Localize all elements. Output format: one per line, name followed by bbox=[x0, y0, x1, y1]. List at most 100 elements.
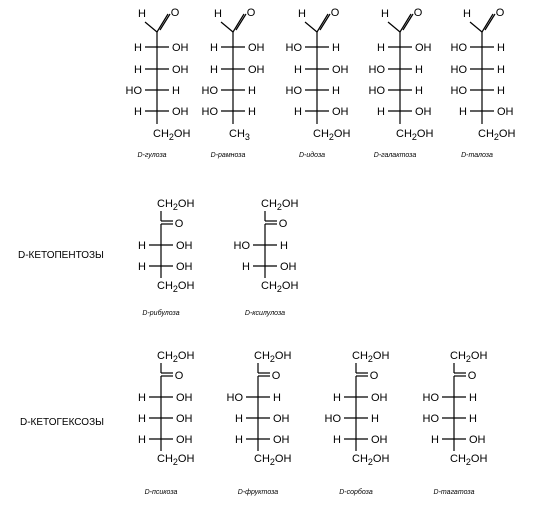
ketopentoses-title: D-КЕТОПЕНТОЗЫ bbox=[18, 250, 104, 261]
aldehyde-h-bond bbox=[220, 21, 234, 33]
left-substituent-2: HO bbox=[286, 85, 303, 97]
left-substituent-3: HO bbox=[202, 106, 219, 118]
aldehyde-double-bond bbox=[232, 13, 245, 33]
aldehyde-h-bond bbox=[144, 21, 158, 33]
aldose-caption: D-галактоза bbox=[374, 152, 417, 159]
right-substituent-0: OH bbox=[172, 42, 189, 54]
aldehyde-hydrogen: H bbox=[214, 8, 222, 20]
terminal-group: CH2OH bbox=[478, 128, 515, 142]
right-substituent-2: OH bbox=[273, 434, 290, 446]
right-substituent-2: H bbox=[332, 85, 340, 97]
aldose-caption: D-гулоза bbox=[137, 152, 166, 159]
aldehyde-h-bond bbox=[469, 21, 483, 33]
right-substituent-1: OH bbox=[176, 413, 193, 425]
left-substituent-3: H bbox=[459, 106, 467, 118]
terminal-group: CH2OH bbox=[153, 128, 190, 142]
left-substituent-1: H bbox=[210, 64, 218, 76]
right-substituent-1: OH bbox=[273, 413, 290, 425]
right-substituent-3: OH bbox=[332, 106, 349, 118]
right-substituent-1: OH bbox=[280, 261, 297, 273]
aldehyde-double-bond bbox=[156, 13, 169, 33]
bottom-group: CH2OH bbox=[450, 453, 487, 467]
left-substituent-3: H bbox=[294, 106, 302, 118]
right-substituent-0: H bbox=[332, 42, 340, 54]
left-substituent-0: H bbox=[138, 240, 146, 252]
right-substituent-3: H bbox=[248, 106, 256, 118]
left-substituent-3: H bbox=[377, 106, 385, 118]
left-substituent-1: H bbox=[138, 413, 146, 425]
aldehyde-hydrogen: H bbox=[463, 8, 471, 20]
right-substituent-2: H bbox=[248, 85, 256, 97]
right-substituent-0: OH bbox=[176, 392, 193, 404]
left-substituent-0: HO bbox=[423, 392, 440, 404]
right-substituent-1: OH bbox=[176, 261, 193, 273]
left-substituent-1: H bbox=[134, 64, 142, 76]
top-group: CH2OH bbox=[157, 350, 194, 364]
left-substituent-0: HO bbox=[286, 42, 303, 54]
right-substituent-2: OH bbox=[469, 434, 486, 446]
ketose-caption: D-ксилулоза bbox=[245, 310, 285, 317]
right-substituent-1: OH bbox=[248, 64, 265, 76]
right-substituent-1: H bbox=[415, 64, 423, 76]
left-substituent-2: HO bbox=[369, 85, 386, 97]
left-substituent-0: HO bbox=[227, 392, 244, 404]
aldehyde-oxygen: O bbox=[171, 7, 180, 19]
aldehyde-hydrogen: H bbox=[381, 8, 389, 20]
left-substituent-1: HO bbox=[423, 413, 440, 425]
ketose-caption: D-псикоза bbox=[145, 489, 178, 496]
right-substituent-0: H bbox=[469, 392, 477, 404]
aldehyde-double-bond bbox=[319, 13, 331, 31]
carbonyl-oxygen: O bbox=[370, 370, 379, 382]
top-group: CH2OH bbox=[254, 350, 291, 364]
right-substituent-1: H bbox=[469, 413, 477, 425]
right-substituent-0: OH bbox=[415, 42, 432, 54]
carbonyl-oxygen: O bbox=[279, 218, 288, 230]
aldose-caption: D-идоза bbox=[299, 151, 325, 159]
aldehyde-oxygen: O bbox=[414, 7, 423, 19]
top-group: CH2OH bbox=[450, 350, 487, 364]
left-substituent-0: H bbox=[210, 42, 218, 54]
right-substituent-0: OH bbox=[248, 42, 265, 54]
terminal-group: CH2OH bbox=[313, 128, 350, 142]
right-substituent-1: H bbox=[497, 64, 505, 76]
carbonyl-oxygen: O bbox=[272, 370, 281, 382]
left-substituent-1: H bbox=[138, 261, 146, 273]
carbonyl-oxygen: O bbox=[175, 218, 184, 230]
aldehyde-h-bond bbox=[387, 21, 401, 33]
right-substituent-2: H bbox=[172, 85, 180, 97]
aldehyde-double-bond bbox=[399, 13, 412, 33]
left-substituent-2: H bbox=[431, 434, 439, 446]
aldehyde-double-bond bbox=[484, 13, 496, 31]
aldehyde-double-bond bbox=[316, 13, 329, 33]
left-substituent-1: HO bbox=[369, 64, 386, 76]
bottom-group: CH2OH bbox=[254, 453, 291, 467]
right-substituent-2: H bbox=[415, 85, 423, 97]
aldose-caption: D-рамноза bbox=[211, 152, 246, 159]
left-substituent-0: H bbox=[377, 42, 385, 54]
left-substituent-2: H bbox=[235, 434, 243, 446]
ketose-caption: D-фруктоза bbox=[238, 489, 279, 496]
left-substituent-1: H bbox=[294, 64, 302, 76]
aldehyde-hydrogen: H bbox=[298, 8, 306, 20]
top-group: CH2OH bbox=[261, 198, 298, 212]
right-substituent-0: H bbox=[273, 392, 281, 404]
left-substituent-0: HO bbox=[451, 42, 468, 54]
bottom-group: CH2OH bbox=[157, 453, 194, 467]
right-substituent-0: H bbox=[280, 240, 288, 252]
carbonyl-oxygen: O bbox=[468, 370, 477, 382]
right-substituent-2: OH bbox=[371, 434, 388, 446]
aldehyde-double-bond bbox=[159, 13, 171, 31]
top-group: CH2OH bbox=[352, 350, 389, 364]
right-substituent-2: H bbox=[497, 85, 505, 97]
terminal-group: CH3 bbox=[229, 128, 250, 142]
top-group: CH2OH bbox=[157, 198, 194, 212]
